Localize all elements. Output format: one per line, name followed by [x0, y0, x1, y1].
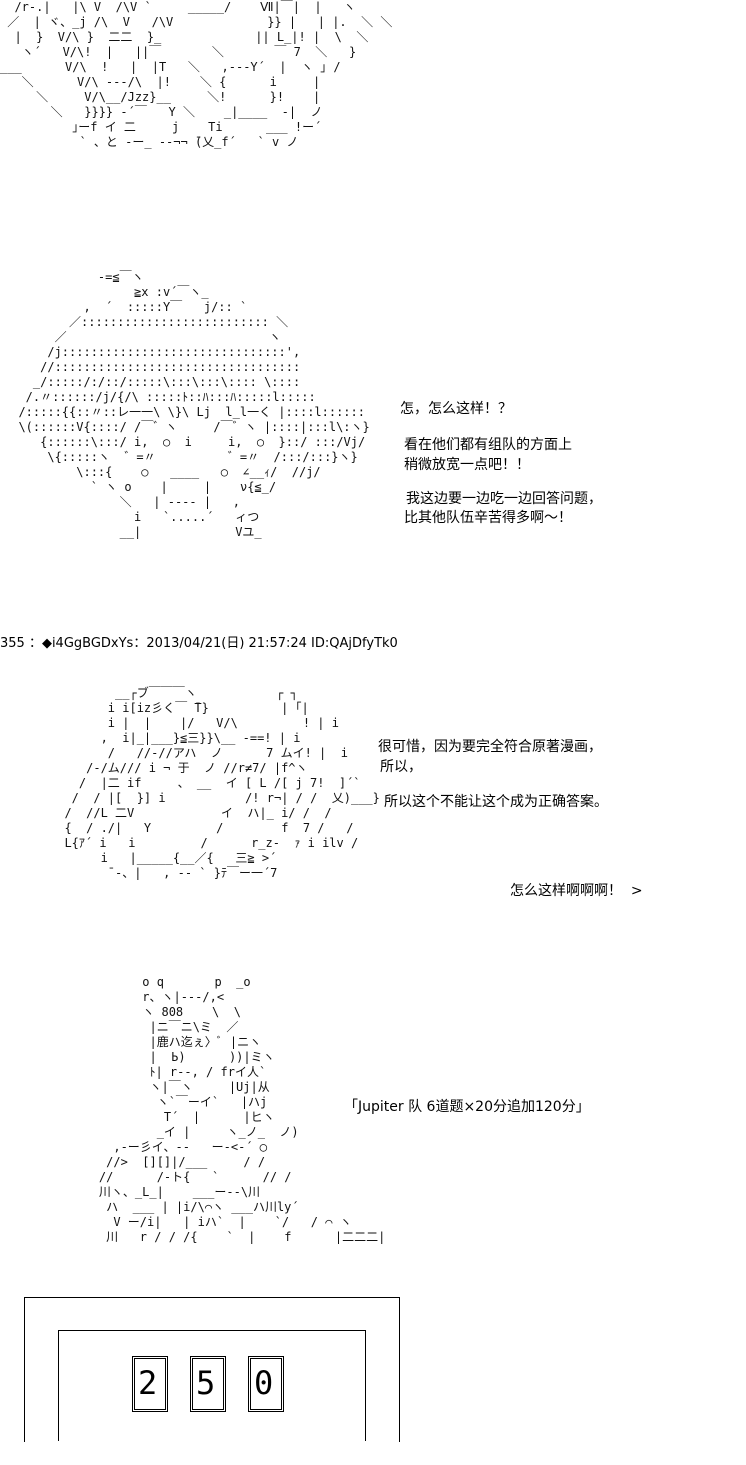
- ascii-art-bottom-figure: o q p _o r、ヽ|---/,< ヽ 808 \ \ |ニ￣ニ\ミ ／ |…: [98, 975, 386, 1244]
- digit-value: 2: [138, 1364, 158, 1402]
- dialogue-block-1: 怎，怎么这样！？: [400, 401, 512, 417]
- dialogue-block-4-line-1: 很可惜，因为要完全符合原著漫画，: [378, 739, 602, 755]
- dialogue-block-2-line-1: 看在他们都有组队的方面上: [404, 437, 572, 453]
- dialogue-block-7: 「Jupiter 队 6道题×20分追加120分」: [344, 1099, 590, 1115]
- dialogue-block-6: 怎么这样啊啊啊！ >: [510, 883, 643, 899]
- dialogue-block-3-line-1: 我这边要一边吃一边回答问题，: [406, 491, 602, 507]
- digit-outline: [132, 1356, 168, 1412]
- scoreboard-inner-frame: [58, 1330, 366, 1441]
- ascii-art-lower-character: __┌ブ￣￣￣ヽ ┌ ┐ i i[iz彡く￣ ̄T} | ｢| i | | |/…: [64, 686, 380, 880]
- ascii-art-character: -=≦￣ヽ ≧x :v´￣ヽ_ , ´ :::::Y￣ j/:: ` ／::::…: [18, 270, 370, 539]
- scoreboard-digit-2: 0: [248, 1356, 284, 1412]
- digit-value: 5: [196, 1364, 216, 1402]
- dialogue-block-4-line-2: 所以，: [380, 759, 422, 775]
- dialogue-block-3-line-2: 比其他队伍辛苦得多啊～！: [404, 510, 572, 526]
- scoreboard-digit-0: 2: [132, 1356, 168, 1412]
- digit-outline: [190, 1356, 226, 1412]
- dialogue-block-2-line-2: 稍微放宽一点吧！！: [404, 457, 530, 473]
- dialogue-block-5: 所以这个不能让这个成为正确答案。: [384, 794, 608, 810]
- scoreboard-digit-1: 5: [190, 1356, 226, 1412]
- digit-outline: [248, 1356, 284, 1412]
- ascii-art-top: /r-.| |\ V /\V ` _____/ Ⅶ|￣| | ヽ ／ | ヾ、_…: [0, 0, 393, 149]
- digit-value: 0: [254, 1364, 274, 1402]
- post-header: 355 ：◆i4GgBGDxYs：2013/04/21(日) 21:57:24 …: [0, 636, 398, 651]
- scoreboard-frame: [24, 1297, 400, 1442]
